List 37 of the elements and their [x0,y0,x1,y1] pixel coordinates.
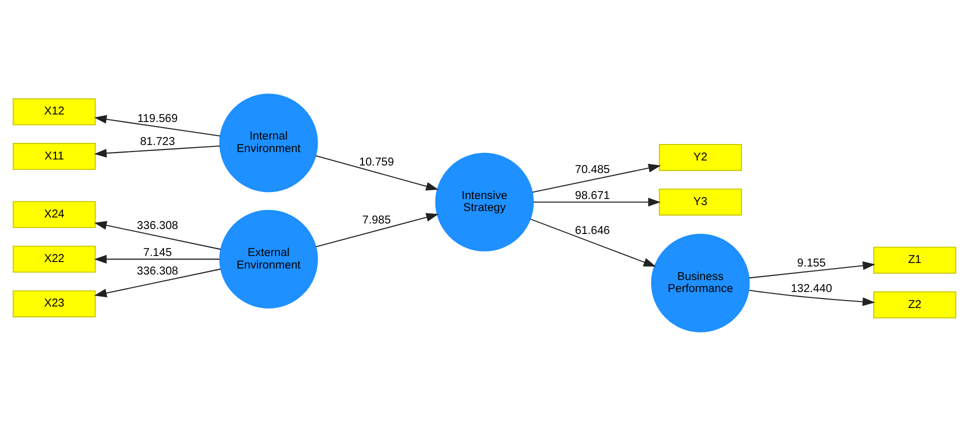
node-circle: External Environment [219,210,318,308]
node-box: X22 [12,246,96,273]
edge-label: 119.569 [137,112,178,125]
arrow [316,155,439,191]
arrow [94,145,220,158]
arrow [749,290,876,306]
edge-label: 336.308 [136,266,178,278]
edge-label: 81.723 [140,136,175,148]
edge-label: 9.155 [797,257,826,270]
arrow [94,268,221,298]
node-box: Y2 [658,144,742,171]
node-circle: Intensive Strategy [435,152,534,252]
arrow [94,115,220,136]
edge-label: 98.671 [575,190,610,202]
node-box: Y3 [658,188,742,216]
arrow [749,261,876,278]
node-box: X12 [12,98,96,126]
edge-label: 336.308 [136,220,178,232]
arrow [94,221,221,250]
arrow [316,213,439,248]
node-box: Z1 [873,246,956,274]
edge-label: 7.985 [362,214,391,227]
arrow [534,198,661,206]
node-box: X24 [12,201,96,228]
edge-label: 10.759 [359,156,394,169]
edge-label: 132.440 [790,283,832,296]
node-circle: Business Performance [651,234,750,332]
node-box: Z2 [873,291,956,318]
node-circle: Internal Environment [219,94,318,192]
arrow [94,254,220,264]
edge-label: 61.646 [575,225,610,238]
arrow [530,218,656,267]
edge-label: 7.145 [143,246,172,259]
arrow [532,164,661,193]
edge-label: 70.485 [575,164,610,176]
node-box: X11 [12,142,96,170]
node-box: X23 [12,290,96,318]
